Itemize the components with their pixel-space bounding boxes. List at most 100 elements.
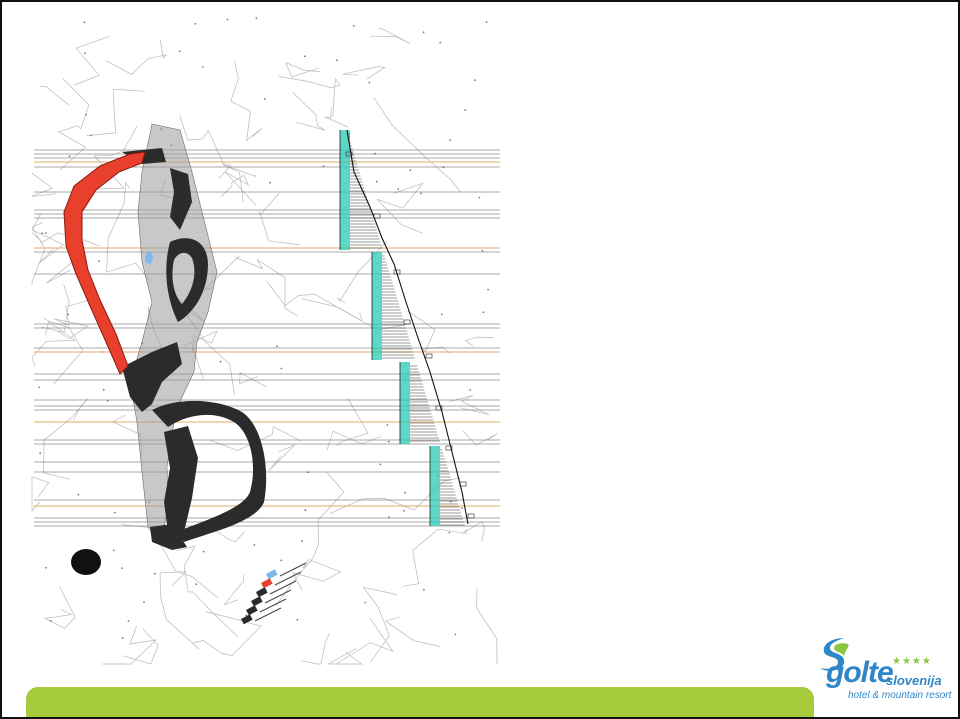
survey-point [478,196,481,199]
pond [71,549,101,575]
profile-marker [393,269,401,275]
existing-slopes [122,148,267,550]
profile-marker [459,481,467,487]
terrain-line [292,92,326,131]
dark-slope [166,238,208,322]
terrain-line [44,320,84,385]
survey-point [202,550,205,553]
survey-point [195,583,198,586]
terrain-line [384,616,440,647]
planned-slope-red [63,151,146,375]
survey-point [420,192,422,195]
survey-point [487,288,489,291]
legend [241,562,307,625]
profile-ground-line [346,129,469,525]
terrain-line [57,78,90,171]
survey-point [245,614,248,617]
survey-point [98,260,100,263]
survey-point [219,360,222,363]
terrain-line [31,232,101,247]
logo-stars: ★★★★ [892,656,932,667]
legend-entry-line [259,598,287,613]
survey-point [121,637,124,640]
legend-entry-line [274,571,302,586]
terrain-line [462,430,498,446]
profile-station-band [372,252,382,360]
survey-point [178,50,181,53]
survey-point [461,507,463,509]
terrain-line [176,545,238,637]
legend-swatch [260,578,273,589]
terrain-line [31,222,46,285]
survey-point [83,21,86,24]
terrain-line [373,97,461,193]
terrain-line [31,172,56,197]
survey-point [423,588,425,591]
survey-point [449,139,451,142]
survey-point [387,440,390,443]
legend-entry-line [254,607,282,622]
survey-point [194,23,197,25]
terrain-lines [31,17,498,665]
terrain-line [121,524,218,598]
terrain-line [464,336,494,347]
survey-point [143,601,145,604]
footer-bar [26,687,814,717]
terrain-line [362,586,397,663]
terrain-line [102,626,158,665]
legend-entry-line [264,589,292,604]
survey-point [439,41,442,44]
profile-marker [373,213,381,219]
survey-point [482,311,485,314]
terrain-line [300,632,330,665]
survey-point [322,165,325,168]
survey-point [38,386,41,389]
survey-point [485,21,488,24]
dark-slope [152,400,267,542]
terrain-line [31,213,65,264]
survey-point [263,98,266,100]
terrain-line [209,426,302,451]
survey-point [41,232,44,235]
terrain-line [106,181,151,283]
survey-point [474,79,476,82]
terrain-line [285,61,321,78]
survey-point [374,152,376,155]
swirl-icon [820,638,849,671]
survey-point [304,55,306,58]
terrain-line [329,477,460,515]
survey-point [301,540,303,542]
logo-wordmark: golte [826,656,894,689]
survey-point [49,619,52,622]
survey-point [85,113,87,116]
dark-slope [164,426,198,532]
survey-point [375,180,378,183]
terrain-line [376,182,424,234]
survey-point [39,452,42,455]
survey-point [255,17,258,19]
terrain-line [44,586,76,629]
survey-point [201,66,204,68]
terrain-line [208,525,245,543]
survey-point [388,516,390,519]
survey-point [368,81,371,84]
water-marker [145,252,153,264]
terrain-line [268,444,295,471]
terrain-line [53,300,89,339]
legend-swatch [251,596,263,607]
survey-point [280,559,283,562]
terrain-line [328,648,363,665]
terrain-line [370,27,411,44]
survey-point [45,232,47,234]
dark-slope [170,168,192,230]
terrain-line [74,35,110,86]
terrain-line [106,39,168,75]
dark-slope [150,524,187,550]
profile-marker [403,319,411,325]
terrain-line [31,317,76,367]
survey-point [403,510,405,512]
terrain-line [275,472,345,606]
profile-marker [425,353,433,359]
survey-point [102,388,105,391]
profile-station-band [430,446,440,526]
